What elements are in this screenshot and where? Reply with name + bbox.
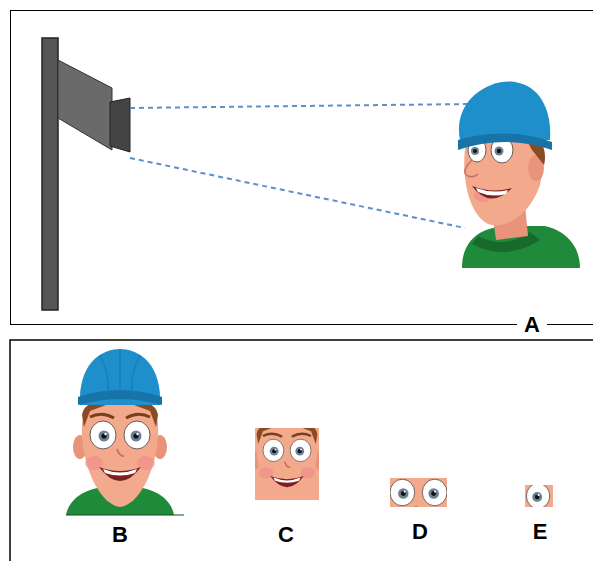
panel-letter: A xyxy=(517,312,547,338)
pole xyxy=(42,38,58,310)
face-crop xyxy=(255,428,319,500)
pupil xyxy=(497,149,501,153)
mouth xyxy=(472,186,512,199)
nose xyxy=(465,160,478,177)
view-letter: C xyxy=(278,522,294,548)
view-letter: E xyxy=(533,519,548,545)
iris xyxy=(495,147,504,156)
eyes-crop xyxy=(390,478,447,507)
iris xyxy=(471,147,479,155)
panel-frame: A xyxy=(10,10,593,325)
shirt-edge xyxy=(66,515,184,516)
camera-lens xyxy=(110,98,130,152)
full-head-view xyxy=(66,349,184,515)
beanie xyxy=(459,82,550,140)
boy-figure xyxy=(458,82,580,268)
teeth xyxy=(476,188,508,196)
view-letter: D xyxy=(412,519,428,545)
view-line xyxy=(130,104,470,108)
pupil xyxy=(473,149,477,153)
eye-crop xyxy=(525,485,553,507)
view-letter: B xyxy=(112,522,128,548)
camera-body xyxy=(58,60,112,150)
beanie-rim xyxy=(458,133,552,150)
panel-frame xyxy=(10,340,593,561)
view-line xyxy=(130,158,465,228)
